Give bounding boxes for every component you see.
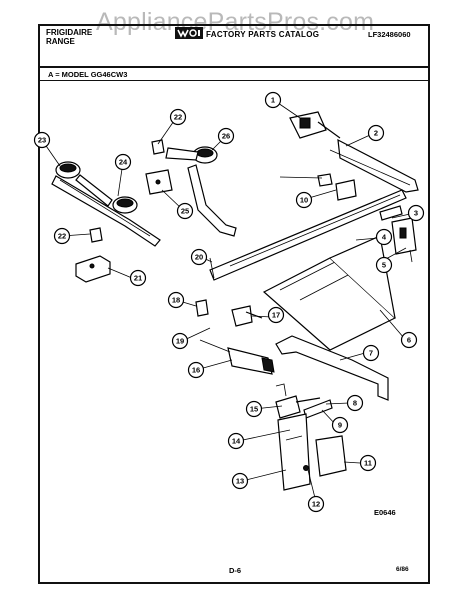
brand-label: FRIGIDAIRE RANGE — [46, 28, 92, 46]
svg-text:22: 22 — [58, 232, 66, 241]
figure-code: E0646 — [374, 508, 396, 517]
callout-18: 18 — [167, 291, 185, 309]
pressure-regulator — [289, 111, 341, 139]
callout-2: 2 — [367, 124, 385, 142]
svg-text:22: 22 — [174, 113, 182, 122]
callout-22-lower: 22 — [53, 227, 71, 245]
callout-14: 14 — [227, 432, 245, 450]
svg-text:5: 5 — [382, 261, 386, 270]
callout-12: 12 — [307, 495, 325, 513]
svg-text:24: 24 — [119, 158, 128, 167]
burner-assembly-rear — [165, 146, 237, 237]
manifold-bar — [275, 335, 389, 401]
catalog-title: FACTORY PARTS CATALOG — [206, 30, 320, 39]
model-rule — [40, 80, 428, 81]
svg-text:9: 9 — [338, 421, 342, 430]
callout-22-upper: 22 — [169, 108, 187, 126]
model-line: A = MODEL GG46CW3 — [48, 70, 128, 79]
svg-text:19: 19 — [176, 337, 184, 346]
callout-21: 21 — [129, 269, 147, 287]
callout-17: 17 — [267, 306, 285, 324]
svg-text:18: 18 — [172, 296, 180, 305]
product-type: RANGE — [46, 37, 75, 46]
watermark: AppliancePartsPros.com — [96, 8, 375, 36]
svg-text:17: 17 — [272, 311, 280, 320]
callout-16: 16 — [187, 361, 205, 379]
callout-20: 20 — [190, 248, 208, 266]
gas-valve — [317, 173, 417, 263]
callout-1: 1 — [264, 91, 282, 109]
svg-text:16: 16 — [192, 366, 200, 375]
wci-logo — [175, 27, 203, 39]
callout-25: 25 — [176, 202, 194, 220]
burner-assembly-left — [51, 161, 161, 247]
callout-26: 26 — [217, 127, 235, 145]
svg-text:6: 6 — [407, 336, 411, 345]
callout-3: 3 — [407, 204, 425, 222]
svg-text:13: 13 — [236, 477, 244, 486]
svg-text:15: 15 — [250, 405, 258, 414]
svg-text:26: 26 — [222, 132, 230, 141]
burner-bracket — [75, 139, 173, 283]
callout-6: 6 — [400, 331, 418, 349]
svg-text:23: 23 — [38, 136, 46, 145]
manifold-pipe — [209, 138, 419, 281]
callout-15: 15 — [245, 400, 263, 418]
svg-text:12: 12 — [312, 500, 320, 509]
svg-text:14: 14 — [232, 437, 241, 446]
callout-5: 5 — [375, 256, 393, 274]
svg-text:25: 25 — [181, 207, 189, 216]
callout-24: 24 — [114, 153, 132, 171]
svg-text:4: 4 — [382, 233, 387, 242]
svg-text:20: 20 — [195, 253, 203, 262]
igniter-assembly — [195, 257, 275, 375]
callout-13: 13 — [231, 472, 249, 490]
diagram-frame — [38, 24, 430, 584]
svg-text:1: 1 — [271, 96, 275, 105]
callout-8: 8 — [346, 394, 364, 412]
callout-10: 10 — [295, 191, 313, 209]
burner-box — [262, 235, 397, 351]
svg-text:10: 10 — [300, 196, 308, 205]
callout-11: 11 — [359, 454, 377, 472]
brand-name: FRIGIDAIRE — [46, 28, 93, 37]
svg-text:2: 2 — [374, 129, 378, 138]
svg-text:11: 11 — [364, 459, 372, 468]
svg-text:8: 8 — [353, 399, 357, 408]
callout-4: 4 — [375, 228, 393, 246]
callout-19: 19 — [171, 332, 189, 350]
svg-text:3: 3 — [414, 209, 418, 218]
catalog-part-number: LF32486060 — [368, 30, 411, 39]
header-rule — [40, 66, 428, 68]
callout-9: 9 — [331, 416, 349, 434]
callout-23: 23 — [33, 131, 51, 149]
page-date: 6/86 — [396, 566, 409, 573]
oven-valve-assembly — [275, 383, 347, 491]
svg-text:21: 21 — [134, 274, 142, 283]
svg-text:7: 7 — [369, 349, 373, 358]
callout-7: 7 — [362, 344, 380, 362]
page-number: D-6 — [229, 566, 242, 575]
